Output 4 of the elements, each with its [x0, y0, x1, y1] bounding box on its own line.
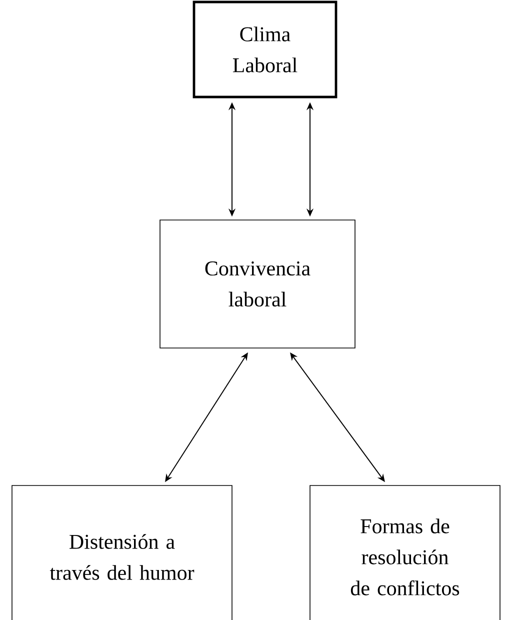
- box: Clima Laboral: [192, 0, 338, 98]
- box: Convivencia laboral: [160, 220, 356, 348]
- box: Distensión a través del humor: [12, 485, 232, 620]
- box: Formas de resolución de conflictos: [310, 485, 500, 620]
